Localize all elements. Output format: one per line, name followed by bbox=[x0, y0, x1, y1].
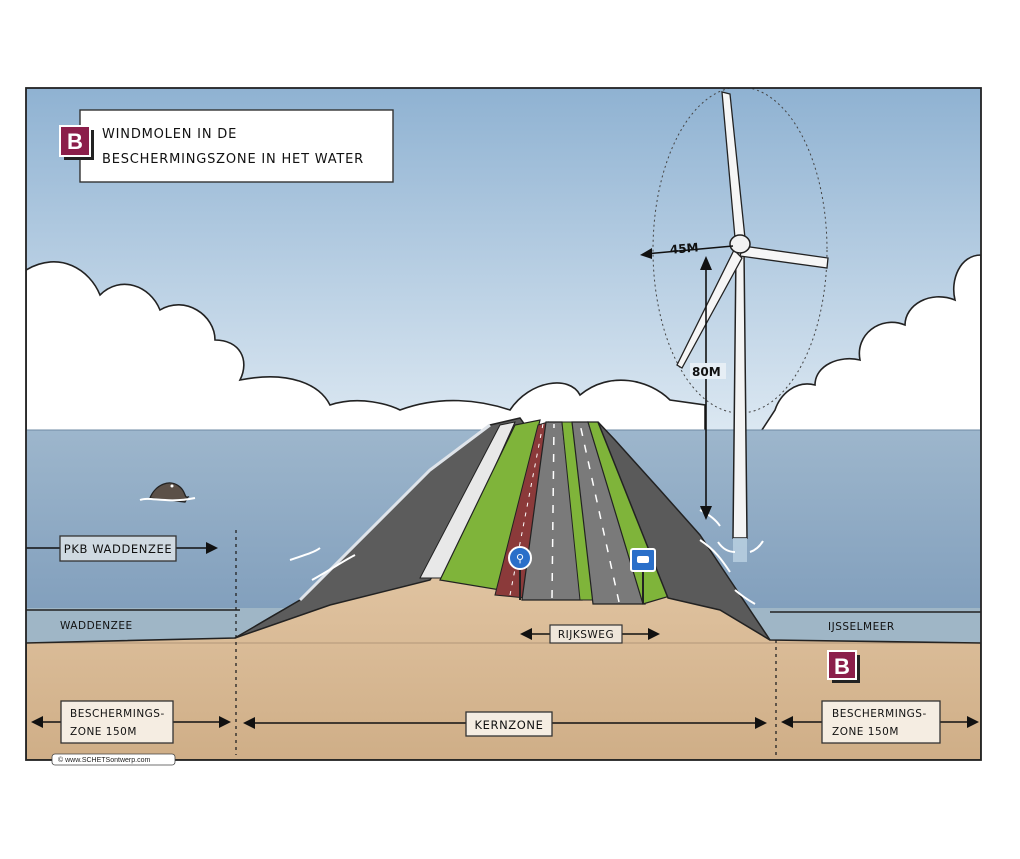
rotor-radius-label: 45M bbox=[669, 240, 699, 256]
bescherming-left-line1: BESCHERMINGS- bbox=[70, 708, 165, 720]
hub-height-label: 80M bbox=[692, 365, 721, 379]
bescherming-right-line1: BESCHERMINGS- bbox=[832, 708, 927, 720]
bescherming-left-line2: ZONE 150M bbox=[70, 726, 137, 738]
svg-text:⚲: ⚲ bbox=[516, 552, 524, 565]
rijksweg-label: RIJKSWEG bbox=[558, 629, 614, 641]
waddenzee-label: WADDENZEE bbox=[60, 620, 133, 632]
frame bbox=[25, 87, 982, 761]
clouds-right bbox=[758, 254, 981, 434]
title-badge-letter: B bbox=[67, 129, 83, 154]
badge-right-letter: B bbox=[834, 654, 850, 679]
clouds bbox=[26, 261, 706, 434]
title-line1: WINDMOLEN IN DE bbox=[102, 127, 237, 142]
seal-icon bbox=[139, 482, 196, 503]
title-box bbox=[79, 109, 394, 183]
bike-sign: ⚲ bbox=[508, 546, 532, 600]
pkb-label-box bbox=[59, 535, 177, 562]
credit-text: © www.SCHETSontwerp.com bbox=[58, 756, 150, 764]
wind-turbine bbox=[652, 88, 829, 562]
title-badge bbox=[59, 125, 91, 157]
badge-right bbox=[827, 650, 857, 680]
dike-grass-left bbox=[439, 419, 541, 591]
rotor-radius-arrow bbox=[644, 245, 734, 255]
kernzone-label: KERNZONE bbox=[475, 718, 544, 732]
ijsselmeer-label: IJSSELMEER bbox=[828, 621, 895, 633]
title-line2: BESCHERMINGSZONE IN HET WATER bbox=[102, 152, 364, 167]
dike-right-slope bbox=[597, 421, 771, 641]
bescherming-right-line2: ZONE 150M bbox=[832, 726, 899, 738]
road-sign bbox=[630, 548, 656, 604]
pkb-label: PKB WADDENZEE bbox=[64, 542, 172, 556]
